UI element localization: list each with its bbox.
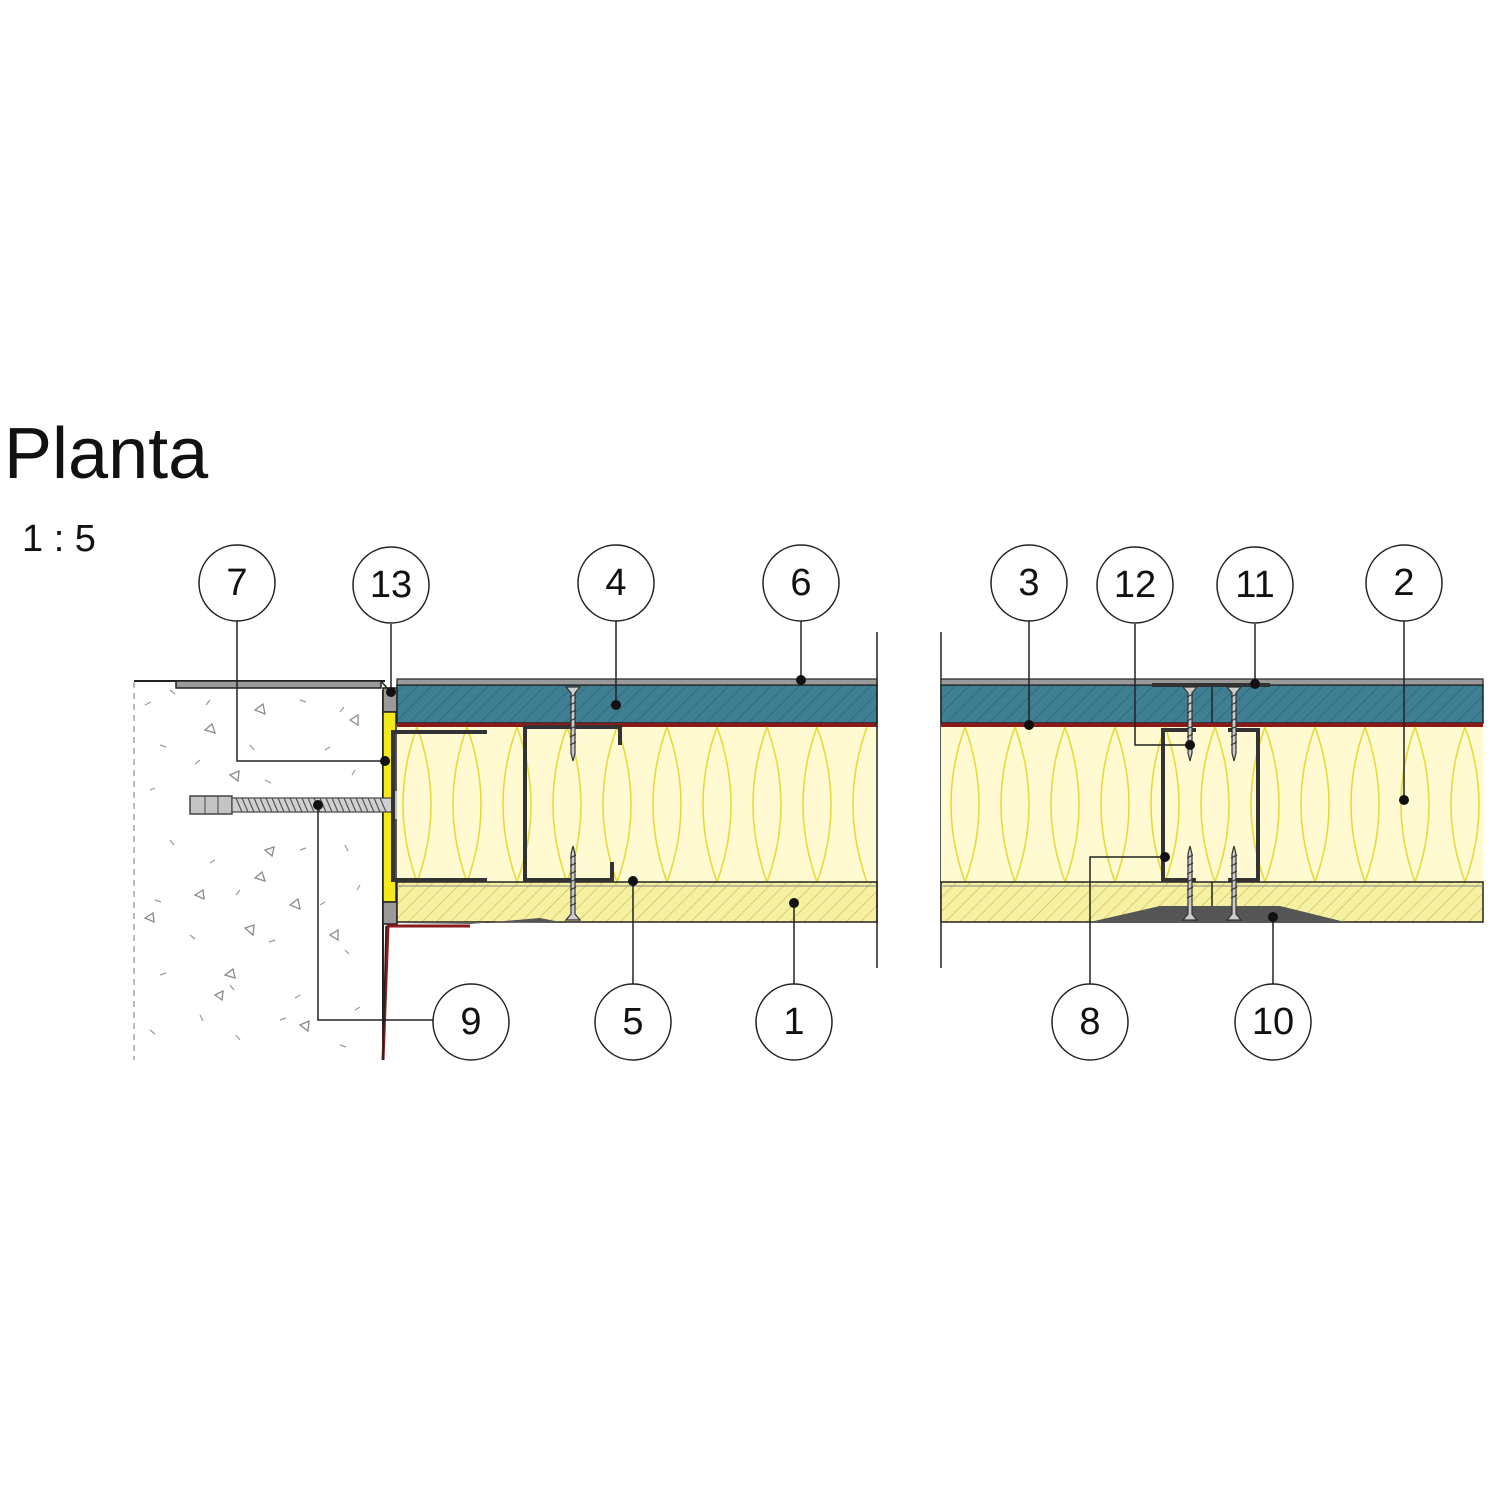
membrane-right xyxy=(941,723,1483,727)
callout-11: 11 xyxy=(1235,564,1274,606)
callout-4: 4 xyxy=(605,562,626,604)
callout-1: 1 xyxy=(783,1001,804,1043)
right-detail xyxy=(940,632,1484,968)
drawing-scale: 1 : 5 xyxy=(22,518,96,560)
callout-circles xyxy=(198,544,1443,1061)
leader-dots xyxy=(313,675,1409,922)
drawing-title: Planta xyxy=(4,414,209,494)
insulation-right xyxy=(941,727,1483,882)
membrane-left xyxy=(397,723,877,727)
insulation-left xyxy=(397,727,877,882)
outer-board-left xyxy=(396,684,878,724)
inner-board-left xyxy=(396,881,878,923)
callout-13: 13 xyxy=(370,564,412,606)
callout-7: 7 xyxy=(226,562,247,604)
concrete-wall xyxy=(133,682,384,1060)
callout-5: 5 xyxy=(622,1001,643,1043)
callout-2: 2 xyxy=(1393,562,1414,604)
callout-12: 12 xyxy=(1114,564,1156,606)
callout-3: 3 xyxy=(1018,562,1039,604)
callout-9: 9 xyxy=(460,1001,481,1043)
leader-lines xyxy=(236,621,1405,1021)
callout-10: 10 xyxy=(1252,1001,1294,1043)
callout-8: 8 xyxy=(1079,1001,1100,1043)
callout-6: 6 xyxy=(790,562,811,604)
